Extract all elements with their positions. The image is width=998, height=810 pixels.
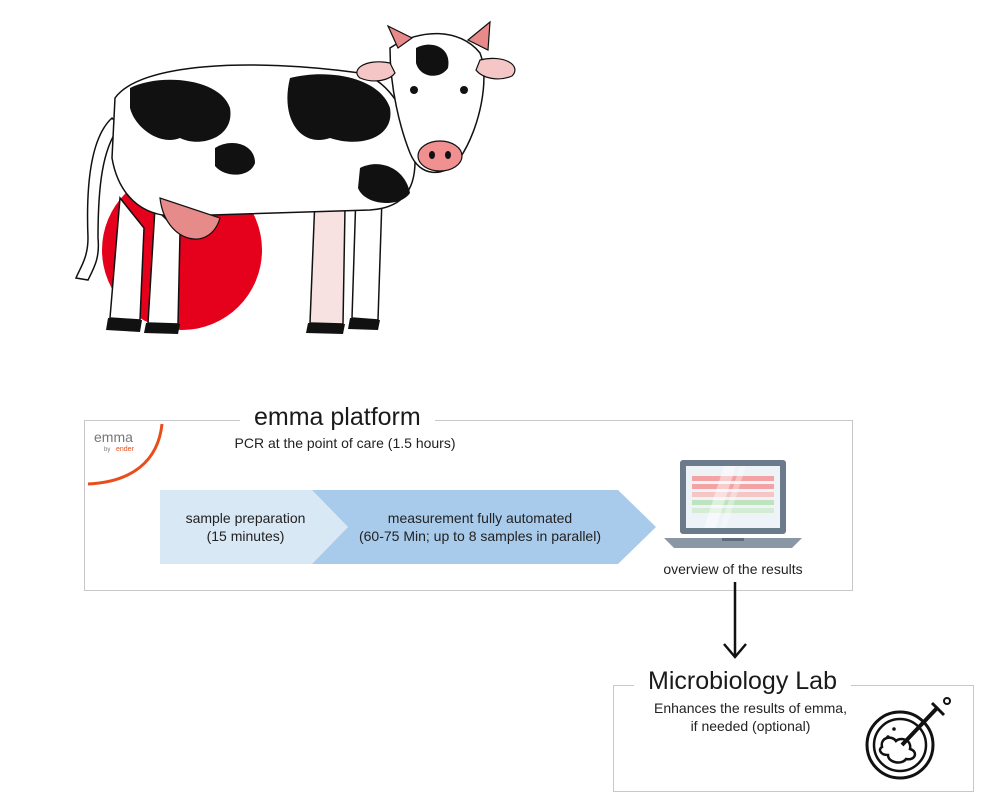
results-label: overview of the results	[663, 561, 803, 577]
laptop-icon	[664, 460, 802, 548]
platform-title: emma platform	[240, 402, 435, 432]
cow-illustration	[74, 20, 516, 334]
step-measure-line2: (60-75 Min; up to 8 samples in parallel)	[358, 528, 601, 544]
petri-dish-icon	[865, 697, 951, 780]
step-measure-line1: measurement fully automated	[387, 510, 573, 526]
emma-logo-by: by	[104, 447, 110, 453]
emma-platform-box	[84, 420, 853, 591]
process-arrows	[160, 490, 656, 564]
step-measure-shape	[312, 490, 656, 564]
lab-description: Enhances the results of emma, if needed …	[628, 699, 873, 735]
down-arrow-icon	[723, 582, 747, 659]
emma-logo: emma by ender	[87, 423, 164, 486]
emma-logo-text: emma	[94, 429, 133, 445]
platform-subtitle: PCR at the point of care (1.5 hours)	[234, 435, 456, 451]
step-sample-preparation: sample preparation (15 minutes)	[168, 509, 323, 545]
lab-desc-line2: if needed (optional)	[690, 718, 811, 734]
emma-logo-brand: ender	[116, 446, 135, 453]
step-measurement: measurement fully automated (60-75 Min; …	[335, 509, 625, 545]
step-sample-line2: (15 minutes)	[206, 528, 285, 544]
step-sample-shape	[160, 490, 348, 564]
step-sample-line1: sample preparation	[185, 510, 306, 526]
lab-title: Microbiology Lab	[634, 666, 851, 696]
lab-desc-line1: Enhances the results of emma,	[654, 700, 847, 716]
